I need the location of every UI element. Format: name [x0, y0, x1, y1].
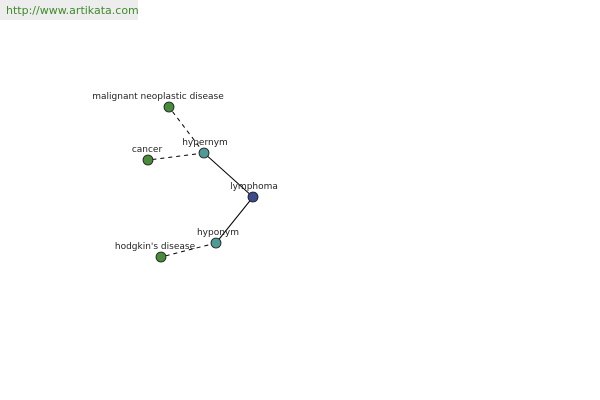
- node-hypernym[interactable]: [198, 147, 210, 159]
- site-url-link[interactable]: http://www.artikata.com: [0, 0, 139, 20]
- node-hyponym[interactable]: [210, 237, 222, 249]
- edge-hypernym-malignant-neoplastic-disease: [168, 106, 205, 154]
- node-malignant-neoplastic-disease[interactable]: [163, 101, 175, 113]
- label-hypernym: hypernym: [182, 138, 228, 148]
- label-hyponym: hyponym: [197, 228, 239, 238]
- edge-hypernym-cancer: [147, 152, 205, 161]
- node-cancer[interactable]: [142, 154, 154, 166]
- node-hodgkins-disease[interactable]: [155, 251, 167, 263]
- edge-hyponym-hodgkins-disease: [160, 242, 217, 258]
- label-cancer: cancer: [132, 145, 163, 155]
- label-lymphoma: lymphoma: [230, 182, 278, 192]
- edge-lymphoma-hypernym: [203, 152, 254, 198]
- label-hodgkins-disease: hodgkin's disease: [115, 242, 196, 252]
- edge-lymphoma-hyponym: [215, 196, 254, 244]
- node-lymphoma[interactable]: [247, 191, 259, 203]
- label-malignant-neoplastic-disease: malignant neoplastic disease: [92, 92, 224, 102]
